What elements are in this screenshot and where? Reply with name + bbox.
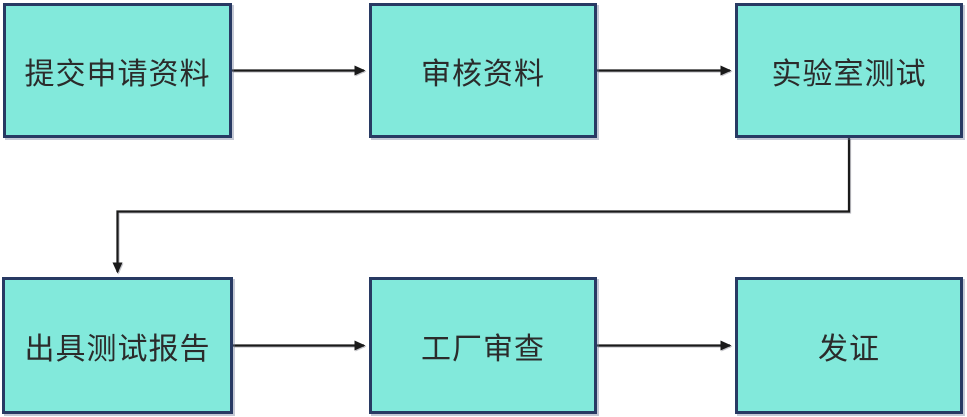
flow-step-issue-certificate: 发证 — [735, 277, 963, 414]
flow-step-submit-application: 提交申请资料 — [3, 3, 232, 138]
flow-step-label: 工厂审查 — [421, 332, 545, 366]
flow-step-laboratory-testing: 实验室测试 — [735, 3, 963, 138]
flow-step-issue-test-report: 出具测试报告 — [2, 277, 233, 414]
flow-step-factory-inspection: 工厂审查 — [369, 277, 597, 414]
flow-step-review-materials: 审核资料 — [369, 3, 597, 138]
flow-step-label: 审核资料 — [421, 57, 545, 91]
flow-step-label: 提交申请资料 — [24, 57, 211, 91]
flow-step-label: 出具测试报告 — [24, 332, 211, 366]
flow-step-label: 实验室测试 — [771, 57, 927, 91]
arrow-lab-to-report — [112, 138, 851, 274]
flow-step-label: 发证 — [818, 332, 880, 366]
